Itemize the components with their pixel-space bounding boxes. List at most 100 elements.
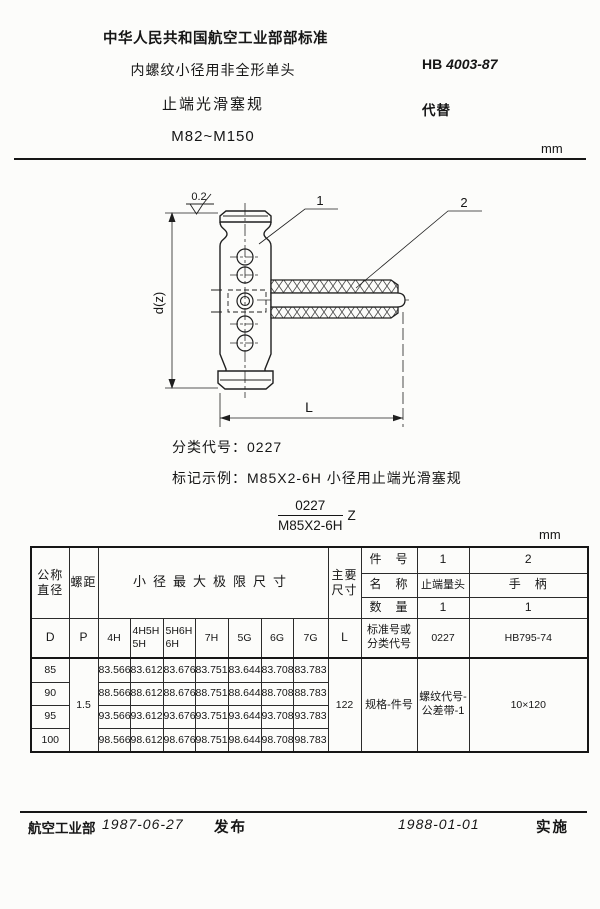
replaces-label: 代替 <box>422 103 451 118</box>
cell-l-value: 122 <box>327 657 362 753</box>
dim-l-label: L <box>305 399 313 415</box>
cell-value: 93.676 <box>162 704 196 729</box>
cell-value: 88.751 <box>194 681 229 706</box>
footer-impl-date: 1988-01-01 <box>398 816 480 832</box>
row-header-name: 名 称 <box>360 572 418 598</box>
row-header-qty: 数 量 <box>360 596 418 619</box>
cell-value: 98.676 <box>162 727 196 753</box>
cell-value: 93.644 <box>227 704 262 729</box>
cell-value: 83.708 <box>260 657 294 683</box>
cell-value: 93.783 <box>292 704 329 729</box>
part-2-label: 2 <box>460 195 467 210</box>
qty-2: 1 <box>468 596 589 619</box>
cell-d: 95 <box>30 704 70 729</box>
row-header-std-no: 标准号或 分类代号 <box>360 617 418 659</box>
table-row: 90 88.566 88.612 88.676 88.751 88.644 88… <box>30 681 588 706</box>
title-size-range: M82~M150 <box>171 128 255 145</box>
std-no-1: 0227 <box>416 617 470 659</box>
classification-line: 分类代号：0227 <box>172 437 282 457</box>
org-standard-line: 中华人民共和国航空工业部部标准 <box>103 31 328 47</box>
std-no-2: HB795-74 <box>468 617 589 659</box>
cell-value: 83.751 <box>194 657 229 683</box>
classification-code: 0227 <box>247 439 283 455</box>
col-header-main-dim: 主要 尺寸 <box>327 546 362 619</box>
class-header-5g: 5G <box>227 617 262 659</box>
cell-value: 98.708 <box>260 727 294 753</box>
footer-issue-date: 1987-06-27 <box>102 816 184 832</box>
marking-example-label: 标记示例： <box>172 470 247 486</box>
footer-divider <box>20 811 587 813</box>
marking-example-line: 标记示例：M85X2-6H 小径用止端光滑塞规 <box>172 468 462 488</box>
cell-value: 98.783 <box>292 727 329 753</box>
cell-value: 88.566 <box>97 681 131 706</box>
class-header-6g: 6G <box>260 617 294 659</box>
col-header-pitch: 螺距 <box>68 546 99 619</box>
classification-label: 分类代号： <box>172 439 247 455</box>
cell-value: 88.783 <box>292 681 329 706</box>
class-header-7g: 7G <box>292 617 329 659</box>
unit-label-table: mm <box>539 527 561 542</box>
cell-value: 83.783 <box>292 657 329 683</box>
cell-d: 90 <box>30 681 70 706</box>
symbol-p: P <box>68 617 99 659</box>
table-row: 95 93.566 93.612 93.676 93.751 93.644 93… <box>30 704 588 729</box>
part-name-1: 止端量头 <box>416 572 470 598</box>
cell-value: 88.612 <box>129 681 164 706</box>
cell-d: 100 <box>30 727 70 753</box>
cell-value: 98.644 <box>227 727 262 753</box>
roughness-symbol: 0.2 <box>186 191 214 215</box>
unit-label-header: mm <box>541 141 563 156</box>
symbol-l: L <box>327 617 362 659</box>
marking-fraction: 0227 M85X2-6H Z <box>278 498 356 533</box>
roughness-value: 0.2 <box>191 191 206 203</box>
fraction-suffix: Z <box>347 508 356 523</box>
table-row: 100 98.566 98.612 98.676 98.751 98.644 9… <box>30 727 588 753</box>
class-header-4h: 4H <box>97 617 131 659</box>
title-line2: 止端光滑塞规 <box>161 96 264 113</box>
cell-value: 83.644 <box>227 657 262 683</box>
cell-value: 93.708 <box>260 704 294 729</box>
footer-org: 航空工业部 <box>28 821 96 836</box>
cell-value: 88.644 <box>227 681 262 706</box>
cell-spec-2: 10×120 <box>468 657 589 753</box>
symbol-d: D <box>30 617 70 659</box>
handle <box>270 279 406 319</box>
standard-number-digits: 4003-87 <box>446 56 498 72</box>
dimension-l <box>219 312 404 427</box>
cell-value: 98.566 <box>97 727 131 753</box>
footer-issue-label: 发布 <box>214 820 247 836</box>
dimension-d <box>165 212 218 389</box>
part-no-2: 2 <box>468 546 589 574</box>
class-header-7h: 7H <box>194 617 229 659</box>
cell-spec-label: 规格-件号 <box>360 657 418 753</box>
title-line1: 内螺纹小径用非全形单头 <box>130 62 296 78</box>
group-header-minor-diameter: 小径最大极限尺寸 <box>97 546 329 619</box>
part-no-1: 1 <box>416 546 470 574</box>
gauge-body <box>211 210 274 390</box>
fraction-numerator: 0227 <box>278 498 343 516</box>
cell-spec-1: 螺纹代号- 公差带-1 <box>416 657 470 753</box>
dim-d-label: d(z) <box>151 292 166 314</box>
col-header-nominal-diameter: 公称 直径 <box>30 546 70 619</box>
spec-table: 公称 直径 螺距 小径最大极限尺寸 主要 尺寸 件 号 1 2 名 称 止端量头… <box>30 546 590 753</box>
fraction-denominator: M85X2-6H <box>278 518 343 533</box>
gauge-technical-drawing: d(z) L 1 2 0.2 <box>151 191 482 427</box>
table-row: 85 1.5 83.566 83.612 83.676 83.751 83.64… <box>30 657 589 753</box>
class-header-5h6h: 5H6H 6H <box>162 617 196 659</box>
cell-value: 93.751 <box>194 704 229 729</box>
standard-number-prefix: HB <box>422 56 443 72</box>
cell-d: 85 <box>30 657 70 683</box>
cell-pitch: 1.5 <box>68 657 99 753</box>
cell-value: 83.566 <box>97 657 131 683</box>
class-header-4h5h: 4H5H 5H <box>129 617 164 659</box>
cell-value: 88.708 <box>260 681 294 706</box>
marking-example-value: M85X2-6H 小径用止端光滑塞规 <box>247 470 462 486</box>
cell-value: 93.612 <box>129 704 164 729</box>
part-name-2: 手 柄 <box>468 572 589 598</box>
row-header-part-no: 件 号 <box>360 546 418 574</box>
standard-number: HB 4003-87 <box>422 56 498 72</box>
header-divider <box>14 158 586 160</box>
qty-1: 1 <box>416 596 470 619</box>
cell-value: 93.566 <box>97 704 131 729</box>
